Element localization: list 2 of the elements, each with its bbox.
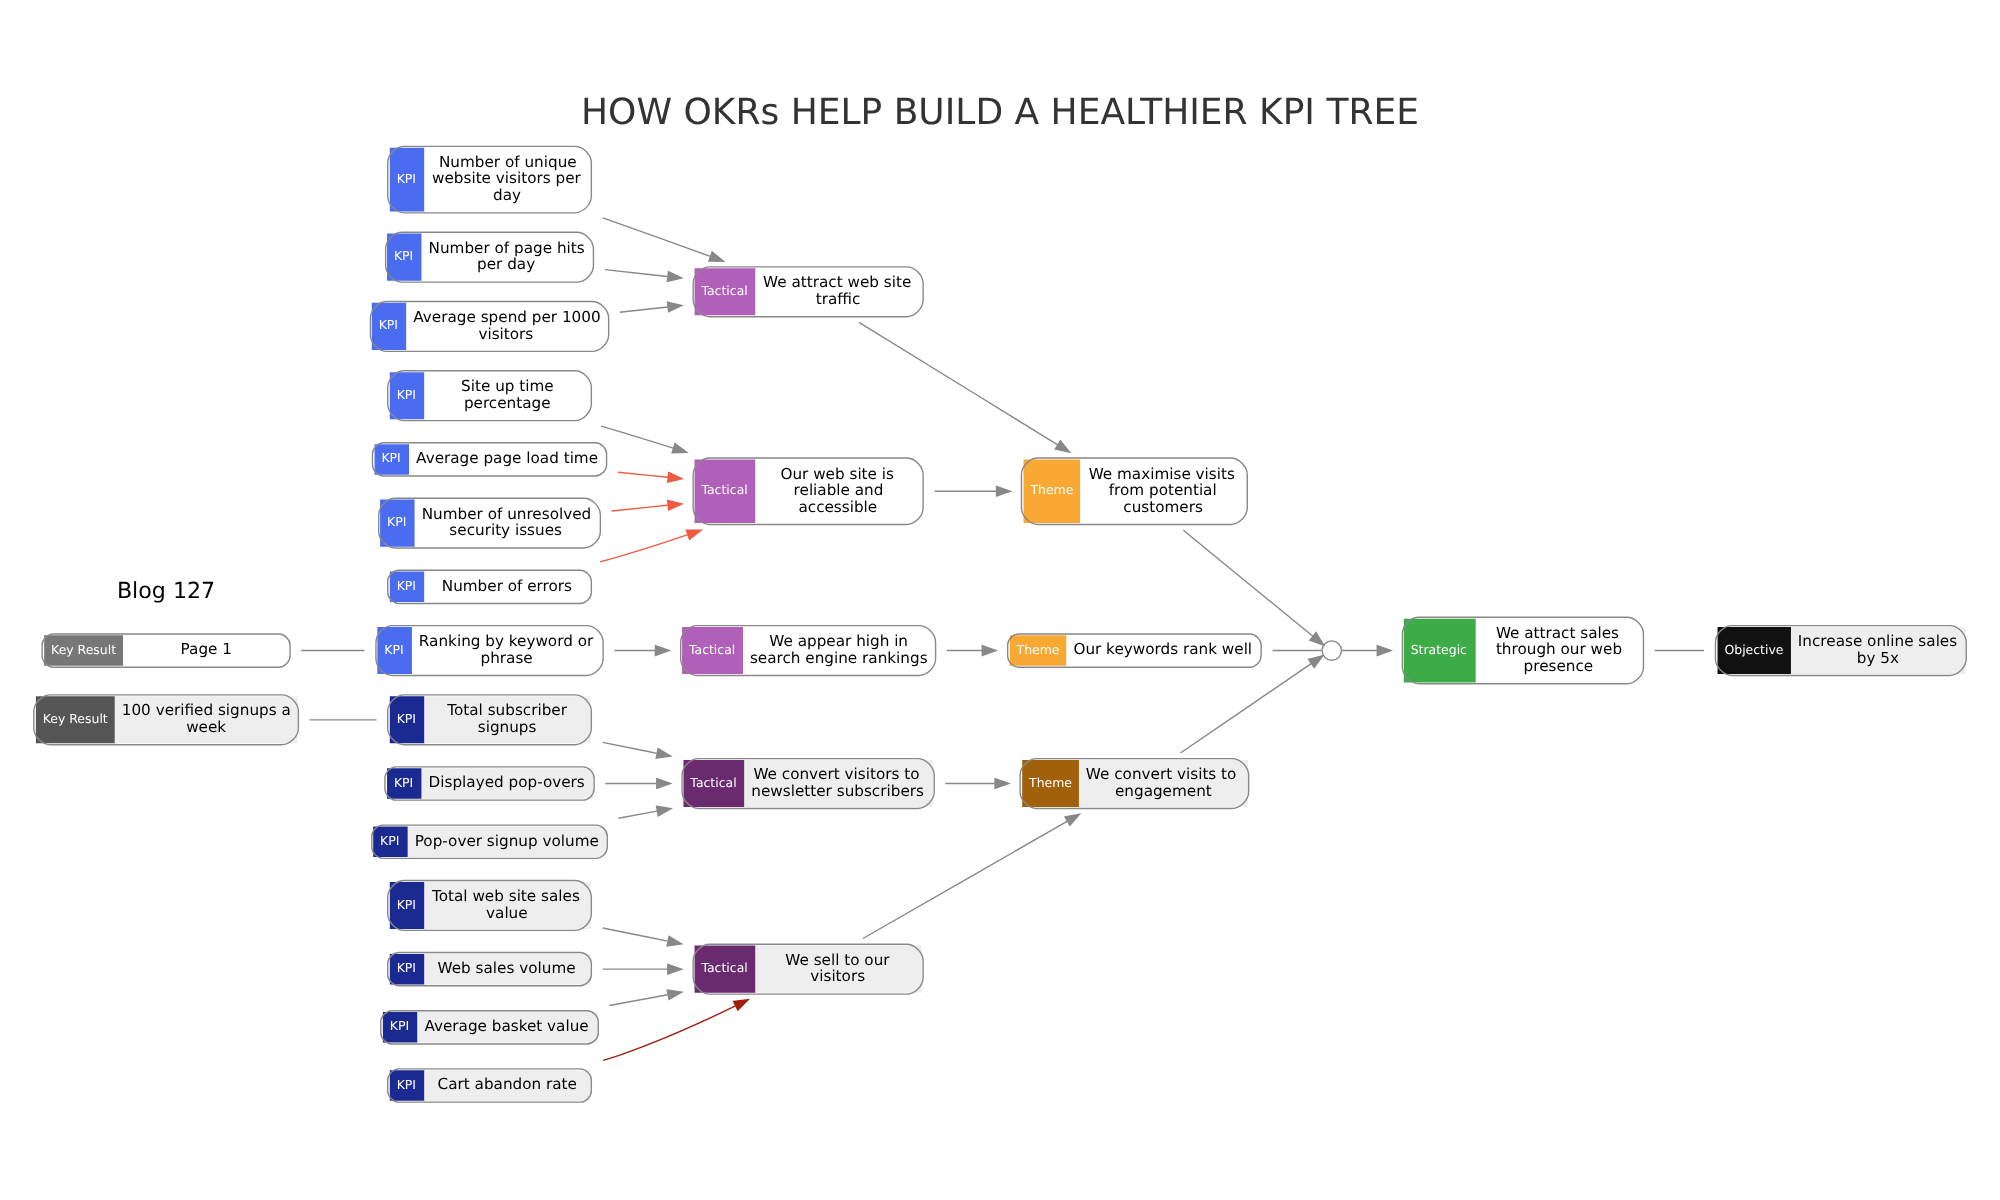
label: Blog 127 [116, 577, 216, 604]
diagram-title: HOW OKRs HELP BUILD A HEALTHIER KPI TREE [581, 91, 1419, 134]
